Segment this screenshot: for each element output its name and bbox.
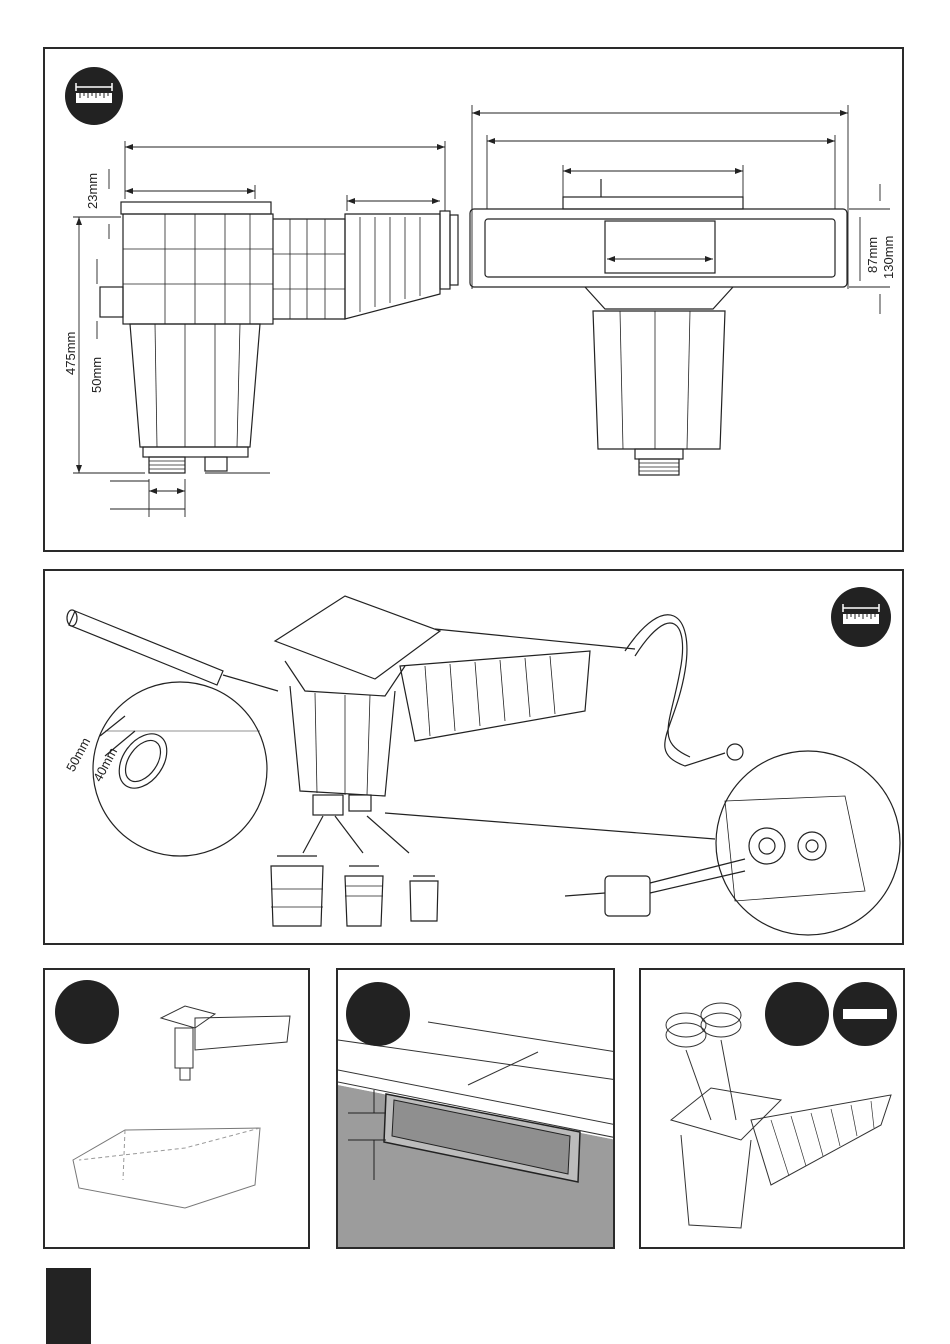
side-outlet-label: 50mm bbox=[89, 357, 104, 393]
lip-height-label: 23mm bbox=[85, 173, 100, 209]
components-drawing bbox=[45, 571, 904, 945]
ruler-badge bbox=[65, 67, 123, 125]
technical-drawing-panel: 23mm 475mm 50mm 87mm 130mm bbox=[43, 47, 904, 552]
step-number-badge bbox=[346, 982, 410, 1046]
page-tab-marker bbox=[46, 1268, 91, 1344]
step-unpack-panel bbox=[43, 968, 310, 1249]
minus-badge bbox=[833, 982, 897, 1046]
step-wall-panel bbox=[336, 968, 615, 1249]
flange-height-label: 130mm bbox=[881, 236, 896, 279]
total-height-label: 475mm bbox=[63, 332, 78, 375]
ruler-icon bbox=[831, 587, 891, 647]
components-panel: 50mm 40mm bbox=[43, 569, 904, 945]
mouth-height-label: 87mm bbox=[865, 237, 880, 273]
technical-drawing bbox=[45, 49, 904, 552]
ruler-badge-2 bbox=[831, 587, 891, 647]
unpack-drawing bbox=[45, 970, 310, 1249]
minus-icon bbox=[843, 1009, 887, 1019]
step-number-badge bbox=[765, 982, 829, 1046]
ruler-icon bbox=[65, 67, 123, 125]
step-accessories-panel bbox=[639, 968, 905, 1249]
